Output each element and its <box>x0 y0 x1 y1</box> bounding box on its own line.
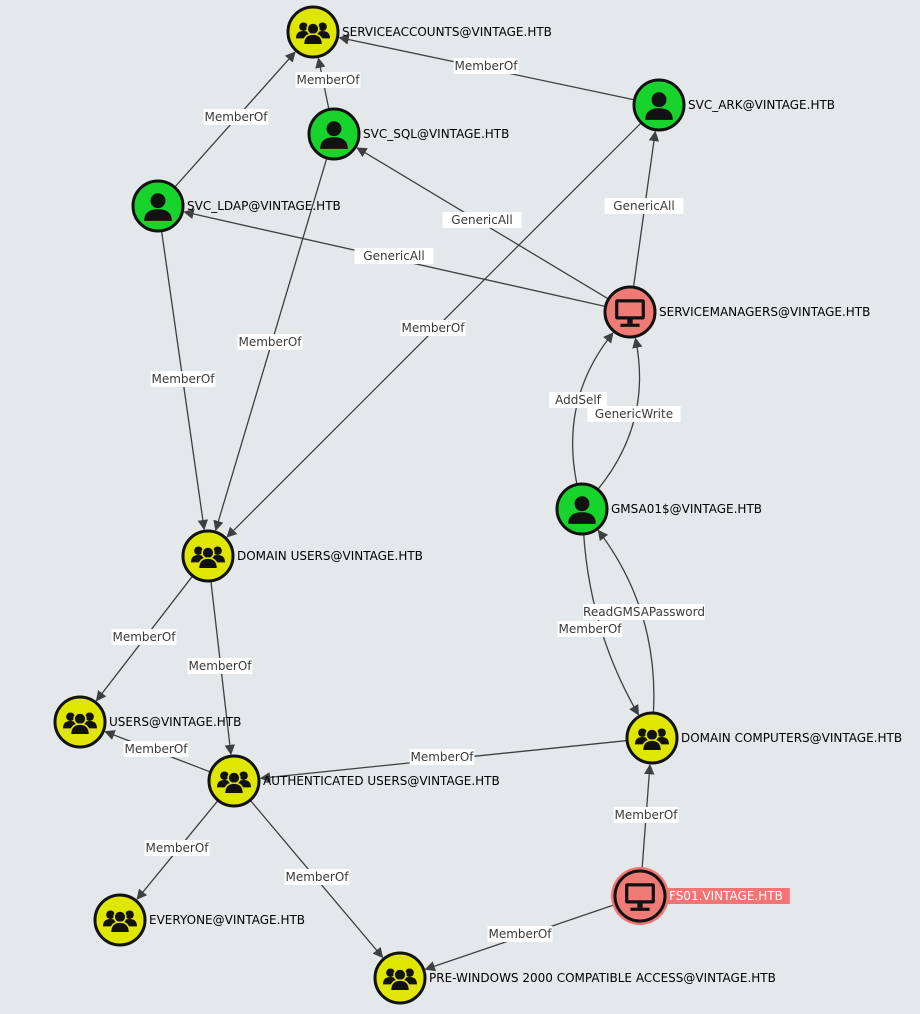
edge-label-background <box>187 658 253 674</box>
node-svc_sql[interactable]: SVC_SQL@VINTAGE.HTB <box>307 107 509 161</box>
nodes-layer: SERVICEACCOUNTS@VINTAGE.HTB SVC_SQL@VINTA… <box>53 5 902 1005</box>
node-svc_ark[interactable]: SVC_ARK@VINTAGE.HTB <box>632 78 835 132</box>
node-label: USERS@VINTAGE.HTB <box>109 715 241 729</box>
edge-label-15[interactable]: MemberOf <box>123 741 189 757</box>
edge-label-4[interactable]: GenericAll <box>604 198 684 214</box>
edge-label-text: AddSelf <box>555 393 602 407</box>
edge-label-text: MemberOf <box>112 630 176 644</box>
node-svc_ldap[interactable]: SVC_LDAP@VINTAGE.HTB <box>131 179 341 233</box>
edge-label-background <box>409 749 475 765</box>
node-users[interactable]: USERS@VINTAGE.HTB <box>53 695 241 749</box>
node-label-background <box>667 888 790 904</box>
edge-label-3[interactable]: GenericAll <box>442 212 522 228</box>
edge-label-text: MemberOf <box>204 110 268 124</box>
edge-label-background <box>557 621 623 637</box>
edge-label-12[interactable]: ReadGMSAPassword <box>583 604 705 620</box>
edge-label-background <box>587 406 681 422</box>
edge-label-6[interactable]: MemberOf <box>400 320 466 336</box>
edge-label-13[interactable]: MemberOf <box>111 629 177 645</box>
edge-label-0[interactable]: MemberOf <box>295 72 361 88</box>
node-prewin2000[interactable]: PRE-WINDOWS 2000 COMPATIBLE ACCESS@VINTA… <box>373 951 776 1005</box>
node-label: PRE-WINDOWS 2000 COMPATIBLE ACCESS@VINTA… <box>429 971 776 985</box>
edge-label-text: GenericAll <box>451 213 512 227</box>
node-everyone[interactable]: EVERYONE@VINTAGE.HTB <box>93 893 305 947</box>
node-servicemanagers[interactable]: SERVICEMANAGERS@VINTAGE.HTB <box>603 285 870 339</box>
node-label: SERVICEMANAGERS@VINTAGE.HTB <box>659 305 870 319</box>
edge-label-background <box>453 58 519 74</box>
node-label: FS01.VINTAGE.HTB <box>669 889 783 903</box>
node-label: SERVICEACCOUNTS@VINTAGE.HTB <box>342 25 552 39</box>
edge-label-text: MemberOf <box>296 73 360 87</box>
edge-label-18[interactable]: MemberOf <box>144 840 210 856</box>
edge-label-19[interactable]: MemberOf <box>284 869 350 885</box>
node-fs01[interactable]: FS01.VINTAGE.HTB <box>611 867 790 925</box>
edge-label-background <box>549 392 607 408</box>
edge-label-17[interactable]: MemberOf <box>613 807 679 823</box>
edge-label-background <box>123 741 189 757</box>
edge-label-background <box>237 334 303 350</box>
edge-label-text: MemberOf <box>151 372 215 386</box>
edge-label-2[interactable]: MemberOf <box>203 109 269 125</box>
edge-label-text: MemberOf <box>124 742 188 756</box>
node-label: DOMAIN COMPUTERS@VINTAGE.HTB <box>681 731 902 745</box>
edge-label-background <box>295 72 361 88</box>
edge-label-text: GenericAll <box>613 199 674 213</box>
edge-label-background <box>284 869 350 885</box>
edge-label-background <box>442 212 522 228</box>
edge-label-text: MemberOf <box>614 808 678 822</box>
edge-label-background <box>150 371 216 387</box>
edge-label-8[interactable]: MemberOf <box>150 371 216 387</box>
edge-label-11[interactable]: MemberOf <box>557 621 623 637</box>
node-domain_computers[interactable]: DOMAIN COMPUTERS@VINTAGE.HTB <box>625 711 902 765</box>
edge-label-text: MemberOf <box>145 841 209 855</box>
edge-label-text: MemberOf <box>238 335 302 349</box>
edge-label-background <box>487 926 553 942</box>
node-auth_users[interactable]: AUTHENTICATED USERS@VINTAGE.HTB <box>207 754 500 808</box>
edge-label-20[interactable]: MemberOf <box>487 926 553 942</box>
edge-label-background <box>613 807 679 823</box>
edge-label-16[interactable]: MemberOf <box>409 749 475 765</box>
edge-label-9[interactable]: AddSelf <box>549 392 607 408</box>
edge-label-10[interactable]: GenericWrite <box>587 406 681 422</box>
node-label: AUTHENTICATED USERS@VINTAGE.HTB <box>263 774 500 788</box>
node-label: SVC_LDAP@VINTAGE.HTB <box>187 199 341 213</box>
node-label: SVC_ARK@VINTAGE.HTB <box>688 98 835 112</box>
edge-label-14[interactable]: MemberOf <box>187 658 253 674</box>
edge-label-7[interactable]: MemberOf <box>237 334 303 350</box>
edge-label-text: MemberOf <box>285 870 349 884</box>
node-domain_users[interactable]: DOMAIN USERS@VINTAGE.HTB <box>181 529 423 583</box>
edge-label-text: MemberOf <box>410 750 474 764</box>
edge-label-text: GenericWrite <box>595 407 673 421</box>
node-label: SVC_SQL@VINTAGE.HTB <box>363 127 509 141</box>
edge-label-text: MemberOf <box>488 927 552 941</box>
edge-label-5[interactable]: GenericAll <box>354 248 434 264</box>
edge-label-text: ReadGMSAPassword <box>583 605 705 619</box>
edge-label-text: MemberOf <box>188 659 252 673</box>
edge-label-background <box>144 840 210 856</box>
edge-label-background <box>604 198 684 214</box>
node-label: DOMAIN USERS@VINTAGE.HTB <box>237 549 423 563</box>
edge-label-text: MemberOf <box>454 59 518 73</box>
edge-label-background <box>203 109 269 125</box>
edge-label-background <box>400 320 466 336</box>
node-gmsa01[interactable]: GMSA01$@VINTAGE.HTB <box>555 482 762 536</box>
edge-label-background <box>354 248 434 264</box>
edge-label-text: MemberOf <box>401 321 465 335</box>
node-label: EVERYONE@VINTAGE.HTB <box>149 913 305 927</box>
edge-label-background <box>111 629 177 645</box>
node-serviceaccounts[interactable]: SERVICEACCOUNTS@VINTAGE.HTB <box>286 5 552 59</box>
edge-label-background <box>583 604 705 620</box>
edge-label-1[interactable]: MemberOf <box>453 58 519 74</box>
edge-label-text: MemberOf <box>558 622 622 636</box>
edge-labels-layer: MemberOfMemberOfMemberOfGenericAllGeneri… <box>111 58 705 942</box>
node-label: GMSA01$@VINTAGE.HTB <box>611 502 762 516</box>
edge-label-text: GenericAll <box>363 249 424 263</box>
